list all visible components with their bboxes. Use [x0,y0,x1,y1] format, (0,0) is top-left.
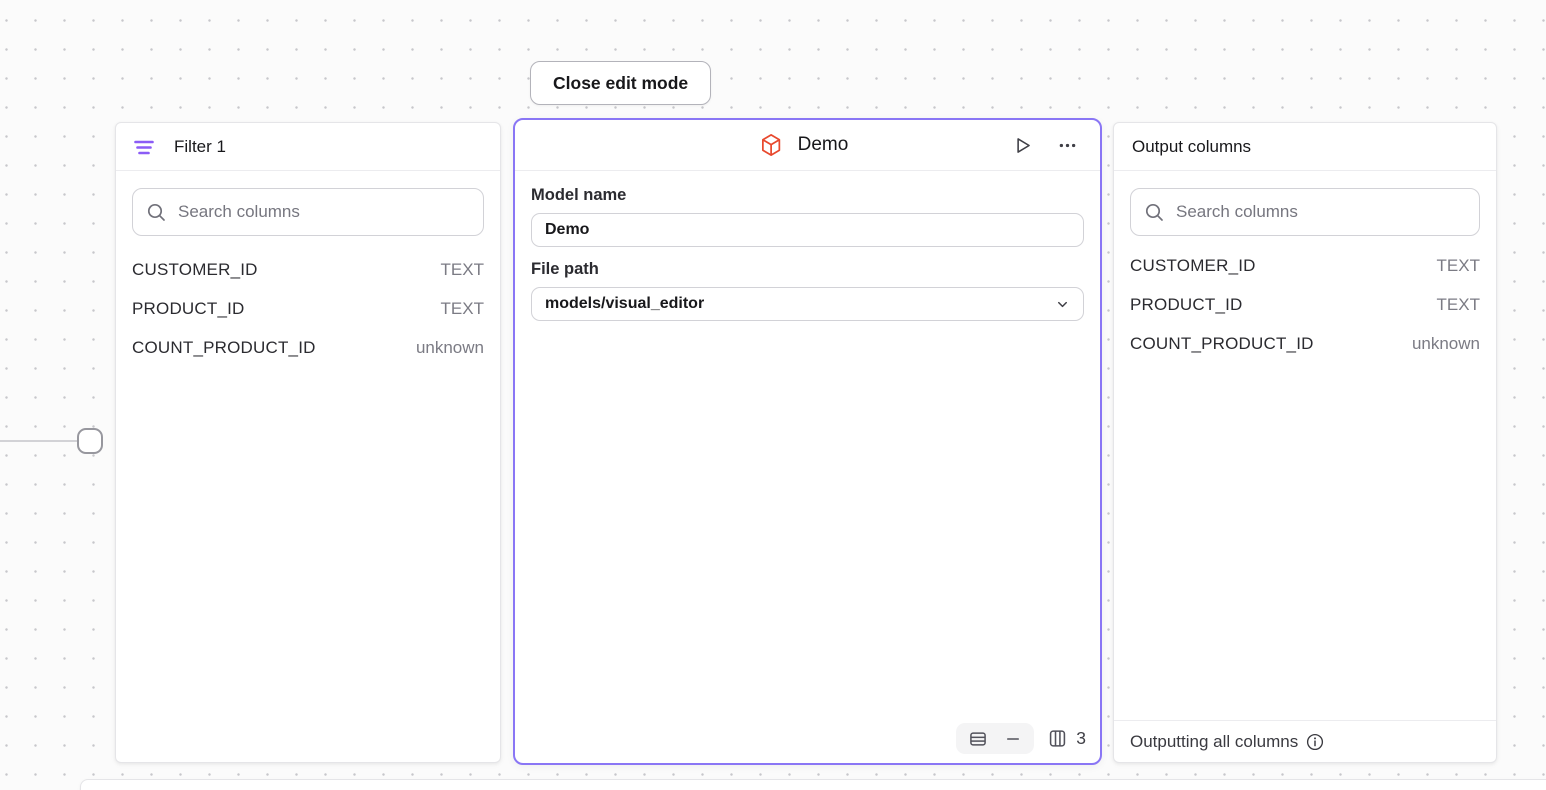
model-footer-controls: 3 [956,723,1086,754]
column-type: TEXT [1436,255,1480,275]
edge-connector-line [0,440,78,442]
column-name: COUNT_PRODUCT_ID [132,337,316,357]
filter-node-panel[interactable]: Filter 1 CUSTOMER_ID TEXT PRODUCT_ID TEX… [115,122,501,763]
minus-icon [1007,737,1020,740]
run-model-button[interactable] [1010,133,1035,158]
info-icon[interactable] [1306,733,1324,751]
filter-search-input[interactable] [178,202,469,222]
column-type: unknown [1411,333,1480,353]
column-count-group[interactable]: 3 [1048,728,1086,749]
model-panel-header: Demo [515,120,1100,171]
filter-panel-title: Filter 1 [174,136,226,156]
close-edit-mode-button[interactable]: Close edit mode [530,61,712,105]
more-options-button[interactable] [1055,133,1080,158]
model-title-group: Demo [760,120,849,170]
columns-icon [1050,730,1066,747]
model-header-actions [1010,133,1082,158]
ellipsis-icon [1059,143,1076,147]
search-icon [1145,203,1164,222]
column-type: TEXT [440,259,484,279]
edge-connector-handle[interactable] [77,428,103,454]
chevron-down-icon [1055,297,1070,312]
column-type: unknown [415,337,484,357]
filter-icon [134,138,154,156]
output-search-input[interactable] [1176,202,1465,222]
bottom-partial-panel[interactable] [80,779,1546,790]
column-name: PRODUCT_ID [132,298,245,318]
column-row[interactable]: PRODUCT_ID TEXT [1130,285,1480,324]
column-type: TEXT [440,298,484,318]
output-search-box [1130,188,1480,236]
hide-results-button[interactable] [999,727,1027,751]
filter-search-box [132,188,484,236]
table-rows-icon [970,731,987,746]
column-row[interactable]: CUSTOMER_ID TEXT [1130,246,1480,285]
column-count-value: 3 [1076,728,1086,748]
filter-column-list: CUSTOMER_ID TEXT PRODUCT_ID TEXT COUNT_P… [116,242,500,367]
model-panel-title: Demo [797,134,849,155]
column-type: TEXT [1436,294,1480,314]
model-node-panel-selected[interactable]: Demo Model name File path models/visual_… [513,118,1102,765]
output-column-list: CUSTOMER_ID TEXT PRODUCT_ID TEXT COUNT_P… [1114,242,1496,363]
output-panel-header: Output columns [1114,123,1496,171]
file-path-label: File path [531,260,599,278]
model-panel-body: Model name File path models/visual_edito… [515,171,1100,763]
search-icon [147,203,166,222]
output-panel-title: Output columns [1132,136,1252,156]
output-panel-footer: Outputting all columns [1114,720,1496,762]
filter-panel-header: Filter 1 [116,123,500,171]
output-columns-panel[interactable]: Output columns CUSTOMER_ID TEXT PRODUCT_… [1113,122,1497,763]
column-name: PRODUCT_ID [1130,294,1243,314]
file-path-value: models/visual_editor [545,295,705,312]
results-toggle-pill [956,723,1035,754]
column-name: COUNT_PRODUCT_ID [1130,333,1314,353]
model-cube-icon [760,133,782,157]
output-footer-text: Outputting all columns [1130,731,1299,751]
play-icon [1017,137,1030,153]
model-name-label: Model name [531,186,627,204]
model-name-input[interactable] [531,213,1084,247]
column-name: CUSTOMER_ID [132,259,258,279]
file-path-select[interactable]: models/visual_editor [531,287,1084,321]
show-results-table-button[interactable] [963,726,993,752]
column-row[interactable]: CUSTOMER_ID TEXT [132,250,484,289]
column-row[interactable]: COUNT_PRODUCT_ID unknown [132,328,484,367]
column-name: CUSTOMER_ID [1130,255,1256,275]
column-row[interactable]: COUNT_PRODUCT_ID unknown [1130,324,1480,363]
column-row[interactable]: PRODUCT_ID TEXT [132,289,484,328]
